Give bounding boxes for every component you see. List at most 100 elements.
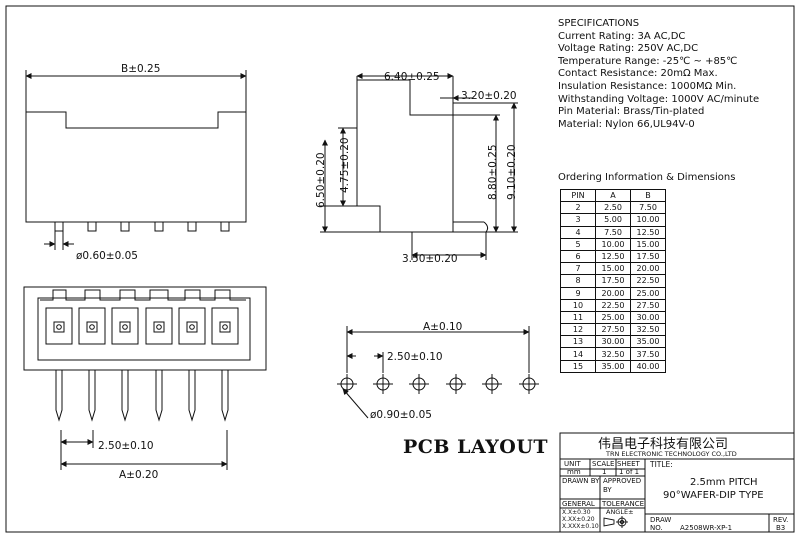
draw-label: DRAW [650,516,672,524]
ordering-cell-b: 32.50 [630,323,666,337]
pin-diameter-label: ø0.60±0.05 [76,250,138,262]
dim-650-label: 6.50±0.20 [315,152,327,208]
ordering-cell-pin: 4 [560,225,596,239]
drawing-border [5,5,795,533]
ordering-cell-a: 7.50 [595,225,631,239]
front-contact-hole [89,324,95,330]
ordering-cell-a: 5.00 [595,213,631,227]
ordering-cell-a: 12.50 [595,249,631,264]
dim-880-label: 8.80±0.25 [487,144,499,200]
dim-350-label: 3.50±0.20 [402,253,458,265]
ordering-cell-a: 22.50 [595,298,631,312]
front-contact-square [86,321,98,333]
front-pin [221,370,229,422]
dim-320-label: 3.20±0.20 [461,90,517,102]
top-view [25,70,247,250]
side-body [356,79,454,233]
front-contact-square [186,321,198,333]
ordering-cell-b: 12.50 [630,225,666,239]
ordering-cell-b: 27.50 [630,298,666,312]
rev-value: B3 [776,524,786,532]
front-contact-cavity [178,307,206,345]
front-contact-cavity [45,307,73,345]
ordering-cell-b: 15.00 [630,237,666,251]
front-contact-square [53,321,65,333]
ordering-cell-a: 10.00 [595,237,631,251]
spec-line: Pin Material: Brass/Tin-plated [558,106,705,118]
hole-diameter-label: ø0.90±0.05 [370,409,432,421]
drawn-by-label: DRAWN BY [562,477,600,485]
front-outer [23,286,267,371]
pcb-a-label: A±0.10 [423,321,462,333]
sheet-label: SHEET [617,460,640,468]
ordering-cell-pin: 15 [560,359,596,373]
front-pin [188,370,196,422]
dim-910-label: 9.10±0.20 [506,144,518,200]
front-contact-cavity [78,307,106,345]
tolerance-2: X.XX±0.20 [562,516,595,523]
ordering-cell-b: 37.50 [630,347,666,361]
scale-value: 1 [602,468,607,476]
side-view [320,73,518,260]
spec-line: Contact Resistance: 20mΩ Max. [558,68,718,80]
ordering-cell-b: 40.00 [630,359,666,373]
unit-value: mm [567,468,581,476]
draw-no-label: NO. [650,524,663,532]
front-pins [55,370,229,422]
scale-label: SCALE [592,460,615,468]
front-contact-square [219,321,231,333]
approved-by-label: APPROVED BY [603,477,642,494]
ordering-cell-b: 7.50 [630,201,666,215]
ordering-cell-pin: 5 [560,237,596,251]
ordering-cell-pin: 7 [560,262,596,276]
front-latches [40,289,246,301]
header-pin: PIN [560,188,596,203]
company-name-cn: 伟昌电子科技有限公司 [598,437,729,452]
ordering-cell-a: 35.00 [595,359,631,373]
title-label: TITLE: [650,460,673,469]
front-a-label: A±0.20 [119,469,158,481]
spec-line: Voltage Rating: 250V AC,DC [558,43,699,55]
ordering-cell-pin: 11 [560,310,596,325]
front-pitch-label: 2.50±0.10 [98,440,154,452]
front-view [23,286,267,470]
sheet-value: 1 of 1 [619,468,640,476]
pcb-layout-label: PCB LAYOUT [403,436,549,458]
ordering-cell-a: 17.50 [595,274,631,288]
front-inner [37,297,251,361]
ordering-header-row: PIN A B [560,188,666,203]
pcb-layout-view [337,326,539,419]
ordering-cell-b: 35.00 [630,335,666,349]
ordering-cell-b: 22.50 [630,274,666,288]
ordering-cell-pin: 3 [560,213,596,227]
pcb-pitch-label: 2.50±0.10 [387,351,443,363]
ordering-cell-pin: 14 [560,347,596,361]
ordering-cell-pin: 10 [560,298,596,312]
ordering-cell-b: 10.00 [630,213,666,227]
spec-line: Current Rating: 3A AC,DC [558,30,686,42]
tolerance-3: X.XXX±0.10 [562,523,599,530]
front-contact-square [119,321,131,333]
front-contact-square [153,321,165,333]
ordering-cell-b: 17.50 [630,249,666,264]
specifications-block: SPECIFICATIONS Current Rating: 3A AC,DC … [558,18,759,131]
front-contact-hole [56,324,62,330]
tolerance-1: X.X±0.30 [562,509,591,516]
front-contact-hole [222,324,228,330]
ordering-cell-a: 30.00 [595,335,631,349]
ordering-cell-pin: 2 [560,201,596,215]
ordering-cell-a: 27.50 [595,323,631,337]
